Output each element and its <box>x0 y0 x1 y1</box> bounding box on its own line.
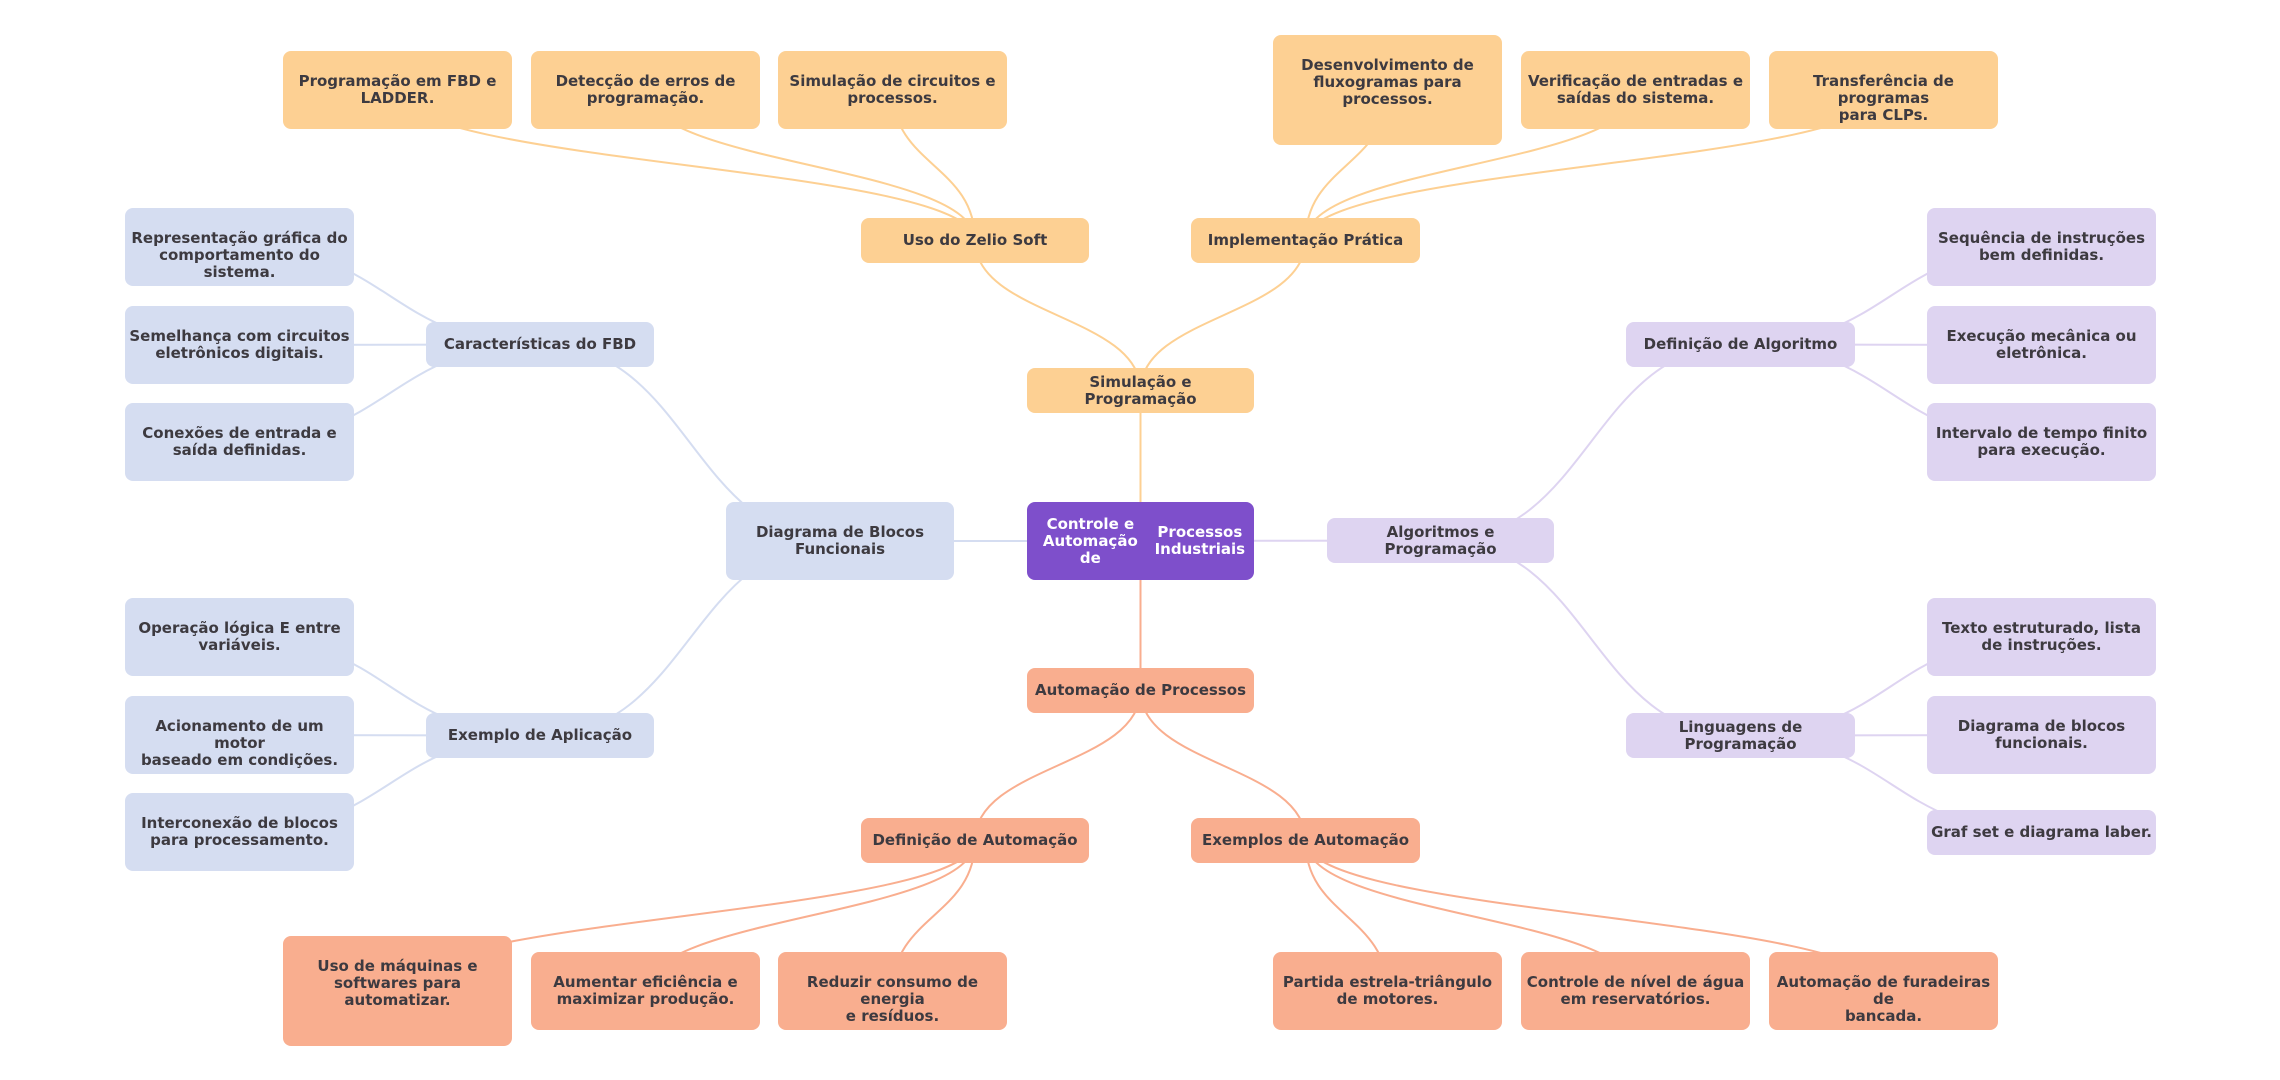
leaf-line: Conexões de entrada e <box>142 424 337 442</box>
branch-line: Diagrama de Blocos <box>755 523 925 541</box>
leaf-line: de motores. <box>1336 990 1439 1008</box>
leaf-line: Execução mecânica ou <box>1946 327 2137 345</box>
branch-algoritmos-programacao[interactable]: Algoritmos e Programação <box>1327 518 1554 563</box>
leaf-line: Programação em FBD e <box>298 72 497 90</box>
connector-b3-b31 <box>1440 539 1741 737</box>
leaf-line: bancada. <box>1844 1007 1923 1025</box>
leaf-line: Uso de máquinas e <box>317 957 478 975</box>
topic-exemplo-aplicacao[interactable]: Exemplo de Aplicação <box>426 713 654 758</box>
leaf-line: fluxogramas para <box>1313 73 1462 91</box>
leaf-line: bem definidas. <box>1978 246 2105 264</box>
branch-automacao-processos[interactable]: Automação de Processos <box>1027 668 1254 713</box>
leaf-line: Interconexão de blocos <box>141 814 338 832</box>
topic-definicao-automacao[interactable]: Definição de Automação <box>861 818 1089 863</box>
leaf-line: comportamento do sistema. <box>159 246 320 281</box>
leaf-line: e resíduos. <box>845 1007 940 1025</box>
root-line-1: Controle e Automação de <box>1042 514 1138 567</box>
leaf-line: eletrônica. <box>1996 344 2087 362</box>
leaf-line: LADDER. <box>360 89 435 107</box>
leaf-line: Semelhança com circuitos <box>129 327 350 345</box>
leaf-line: Detecção de erros de <box>555 72 736 90</box>
connector-b3-b30 <box>1440 343 1741 542</box>
leaf-line: saídas do sistema. <box>1556 89 1715 107</box>
topic-definicao-algoritmo[interactable]: Definição de Algoritmo <box>1626 322 1855 367</box>
leaf-line: Verificação de entradas e <box>1527 72 1744 90</box>
leaf-line: de instruções. <box>1981 636 2102 654</box>
leaf-line: processos. <box>1342 90 1433 108</box>
leaf-line: programação. <box>586 89 705 107</box>
leaf-line: Desenvolvimento de <box>1301 56 1474 74</box>
connector-b0-b00 <box>974 240 1142 391</box>
leaf-line: eletrônicos digitais. <box>155 344 324 362</box>
topic-caracteristicas-fbd[interactable]: Características do FBD <box>426 322 654 367</box>
leaf-line: para processamento. <box>150 831 329 849</box>
leaf-line: automatizar. <box>344 991 451 1009</box>
leaf-line: maximizar produção. <box>556 990 735 1008</box>
leaf-line: Aumentar eficiência e <box>553 973 738 991</box>
leaf-line: Partida estrela-triângulo <box>1282 973 1493 991</box>
leaf-line: Representação gráfica do <box>131 229 348 247</box>
leaf-line: Transferência de programas <box>1813 72 1954 107</box>
connector-b1-b10 <box>974 690 1142 841</box>
connector-b1-b11 <box>1139 690 1307 841</box>
leaf-line: Diagrama de blocos <box>1957 717 2126 735</box>
leaf-line: Controle de nível de água <box>1526 973 1745 991</box>
topic-uso-zelio-soft[interactable]: Uso do Zelio Soft <box>861 218 1089 263</box>
leaf-line: variáveis. <box>198 636 281 654</box>
leaf-line: para CLPs. <box>1838 106 1929 124</box>
leaf-line: processos. <box>847 89 938 107</box>
leaf-line: Reduzir consumo de energia <box>806 973 979 1008</box>
root-line-2: Processos Industriais <box>1154 523 1246 558</box>
leaf-line: Sequência de instruções <box>1937 229 2146 247</box>
branch-line: Funcionais <box>794 540 886 558</box>
leaf-line: Acionamento de um motor <box>155 717 324 752</box>
leaf-line: Operação lógica E entre <box>138 619 341 637</box>
topic-implementacao-pratica[interactable]: Implementação Prática <box>1191 218 1420 263</box>
leaf-line: Simulação de circuitos e <box>789 72 996 90</box>
leaf-line: funcionais. <box>1995 734 2088 752</box>
leaf-line: em reservatórios. <box>1560 990 1711 1008</box>
topic-linguagens-programacao[interactable]: Linguagens de Programação <box>1626 713 1855 758</box>
root-node[interactable]: Controle e Automação de Processos Indust… <box>1027 502 1254 580</box>
leaf-line: para execução. <box>1977 441 2106 459</box>
leaf-line: Automação de furadeiras de <box>1776 973 1991 1008</box>
leaf-grafset-diagrama-laber[interactable]: Graf set e diagrama laber. <box>1927 810 2156 855</box>
leaf-line: softwares para <box>333 974 461 992</box>
connector-b0-b01 <box>1139 240 1307 391</box>
leaf-line: baseado em condições. <box>140 751 339 769</box>
topic-exemplos-automacao[interactable]: Exemplos de Automação <box>1191 818 1420 863</box>
leaf-line: Texto estruturado, lista <box>1942 619 2141 637</box>
leaf-line: Intervalo de tempo finito <box>1935 424 2148 442</box>
branch-simulacao-programacao[interactable]: Simulação e Programação <box>1027 368 1254 413</box>
leaf-line: saída definidas. <box>172 441 307 459</box>
